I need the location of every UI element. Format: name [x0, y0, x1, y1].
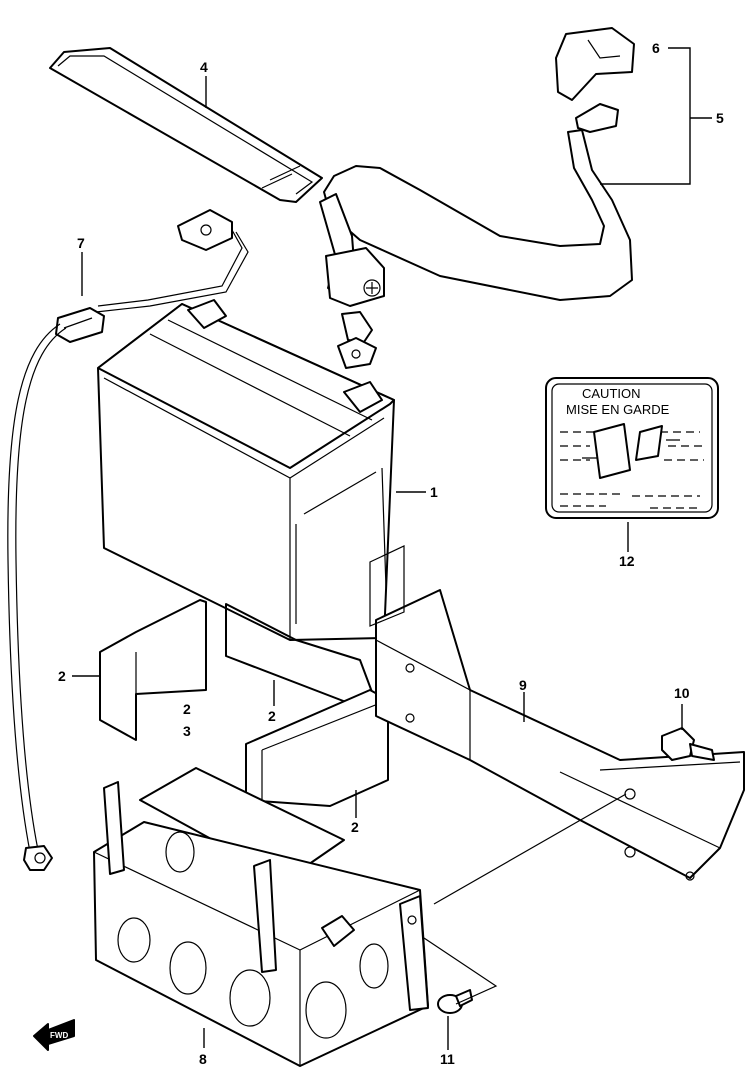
- callout-9: 9: [519, 677, 527, 693]
- battery-strap: [49, 47, 323, 203]
- callout-numbers: 4 6 5 7 1 2 2 2 3 2 9 10 12 8 11: [58, 40, 724, 1067]
- callout-3: 3: [183, 723, 191, 739]
- callout-11: 11: [440, 1051, 455, 1067]
- callout-12: 12: [619, 553, 635, 569]
- screw: [437, 989, 473, 1014]
- fwd-label: FWD: [50, 1031, 68, 1040]
- leader-lines: [72, 47, 712, 1050]
- callout-7: 7: [77, 235, 85, 251]
- callout-2-top: 2: [183, 701, 191, 717]
- callout-8: 8: [199, 1051, 207, 1067]
- bolt: [661, 727, 715, 761]
- label-line-1: CAUTION: [582, 386, 641, 401]
- caution-label: CAUTION MISE EN GARDE: [545, 377, 719, 519]
- callout-2-right: 2: [351, 819, 359, 835]
- battery-tray: [93, 781, 429, 1067]
- battery: [97, 299, 395, 641]
- callout-5: 5: [716, 110, 724, 126]
- callout-4: 4: [200, 59, 208, 75]
- fwd-arrow-icon: FWD: [33, 1019, 75, 1051]
- bracket: [369, 545, 745, 881]
- battery-cable: [319, 27, 635, 369]
- callout-1: 1: [430, 484, 438, 500]
- callout-2-left: 2: [58, 668, 66, 684]
- wire-harness: [7, 209, 249, 871]
- callout-6: 6: [652, 40, 660, 56]
- label-line-2: MISE EN GARDE: [566, 402, 670, 417]
- callout-10: 10: [674, 685, 690, 701]
- callout-2-mid: 2: [268, 708, 276, 724]
